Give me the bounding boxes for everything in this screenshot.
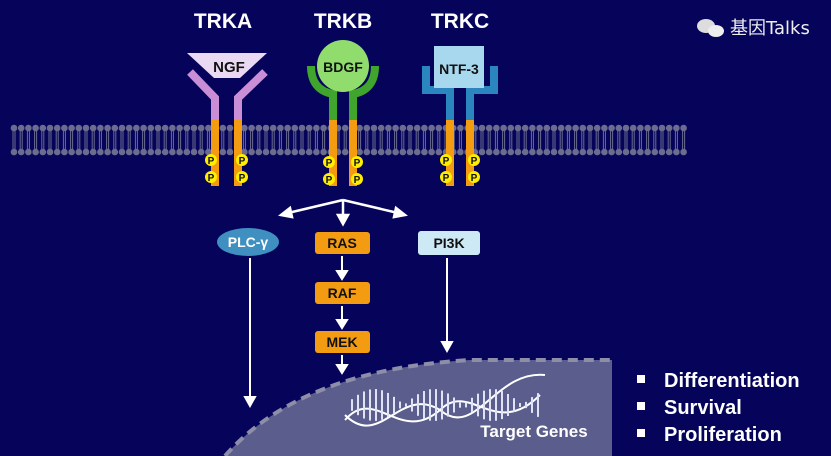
phosphate-icon	[351, 156, 363, 168]
outcome-item: Differentiation	[664, 370, 800, 392]
trkb-receptor: BDGF	[307, 40, 379, 122]
mek-node	[315, 331, 370, 353]
phosphate-label: P	[239, 173, 246, 184]
bullet-icon	[637, 402, 645, 410]
phosphate-icon	[440, 171, 452, 183]
plc-gamma-label: PLC-γ	[228, 234, 269, 250]
cell-membrane	[10, 124, 687, 156]
receptor-kinase-domain	[329, 120, 337, 186]
pi3k-label: PI3K	[433, 235, 464, 251]
phosphate-icon	[323, 156, 335, 168]
signal-arrows	[243, 256, 454, 409]
bdgf-label: BDGF	[323, 59, 363, 75]
phosphate-label: P	[443, 156, 450, 167]
receptor-kinase-domain	[466, 120, 474, 186]
phosphate-label: P	[239, 156, 246, 167]
bullet-icon	[637, 375, 645, 383]
bdgf-ligand	[317, 40, 369, 92]
trka-receptor: NGF	[187, 53, 268, 122]
receptor-kinase-domain	[211, 120, 219, 186]
outcomes-list: Differentiation Survival Proliferation	[637, 370, 800, 446]
trkb-title: TRKB	[314, 10, 372, 33]
phosphate-icon	[205, 154, 217, 166]
plc-gamma-node	[217, 228, 279, 256]
phosphate-icon	[236, 171, 248, 183]
ras-label: RAS	[327, 235, 357, 251]
phosphate-label: P	[208, 156, 215, 167]
raf-label: RAF	[328, 285, 357, 301]
phosphate-icon	[236, 154, 248, 166]
nuclear-envelope	[223, 358, 612, 456]
branch-arrows	[278, 198, 408, 227]
dna-helix-icon	[344, 373, 546, 427]
ntf3-label: NTF-3	[439, 61, 479, 77]
ngf-label: NGF	[213, 59, 245, 76]
ras-node	[315, 232, 370, 254]
trkc-title: TRKC	[431, 10, 489, 33]
phosphate-label: P	[208, 173, 215, 184]
phosphate-icon	[468, 154, 480, 166]
target-genes-label: Target Genes	[480, 422, 587, 441]
raf-node	[315, 282, 370, 304]
receptor-kinase-domain	[234, 120, 242, 186]
phosphate-icon	[468, 171, 480, 183]
receptor-kinase-domain	[349, 120, 357, 186]
phosphate-icon	[323, 173, 335, 185]
ntf3-ligand	[434, 46, 484, 88]
outcome-item: Survival	[664, 397, 742, 419]
phosphate-icon	[351, 173, 363, 185]
ngf-ligand	[187, 53, 267, 78]
receptor-kinase-domain	[446, 120, 454, 186]
watermark: 基因Talks	[697, 18, 810, 39]
mek-label: MEK	[326, 334, 357, 350]
phosphate-label: P	[471, 173, 478, 184]
phosphate-label: P	[354, 175, 361, 186]
outcome-item: Proliferation	[664, 424, 782, 446]
phosphate-label: P	[326, 175, 333, 186]
phosphate-label: P	[326, 158, 333, 169]
trkc-receptor: NTF-3	[422, 46, 498, 122]
phosphate-icon	[440, 154, 452, 166]
phosphate-label: P	[354, 158, 361, 169]
bullet-icon	[637, 429, 645, 437]
phosphate-label: P	[471, 156, 478, 167]
pi3k-node	[418, 231, 480, 255]
watermark-text: 基因Talks	[730, 18, 810, 39]
trka-title: TRKA	[194, 10, 252, 33]
phosphate-label: P	[443, 173, 450, 184]
phosphate-icon	[205, 171, 217, 183]
